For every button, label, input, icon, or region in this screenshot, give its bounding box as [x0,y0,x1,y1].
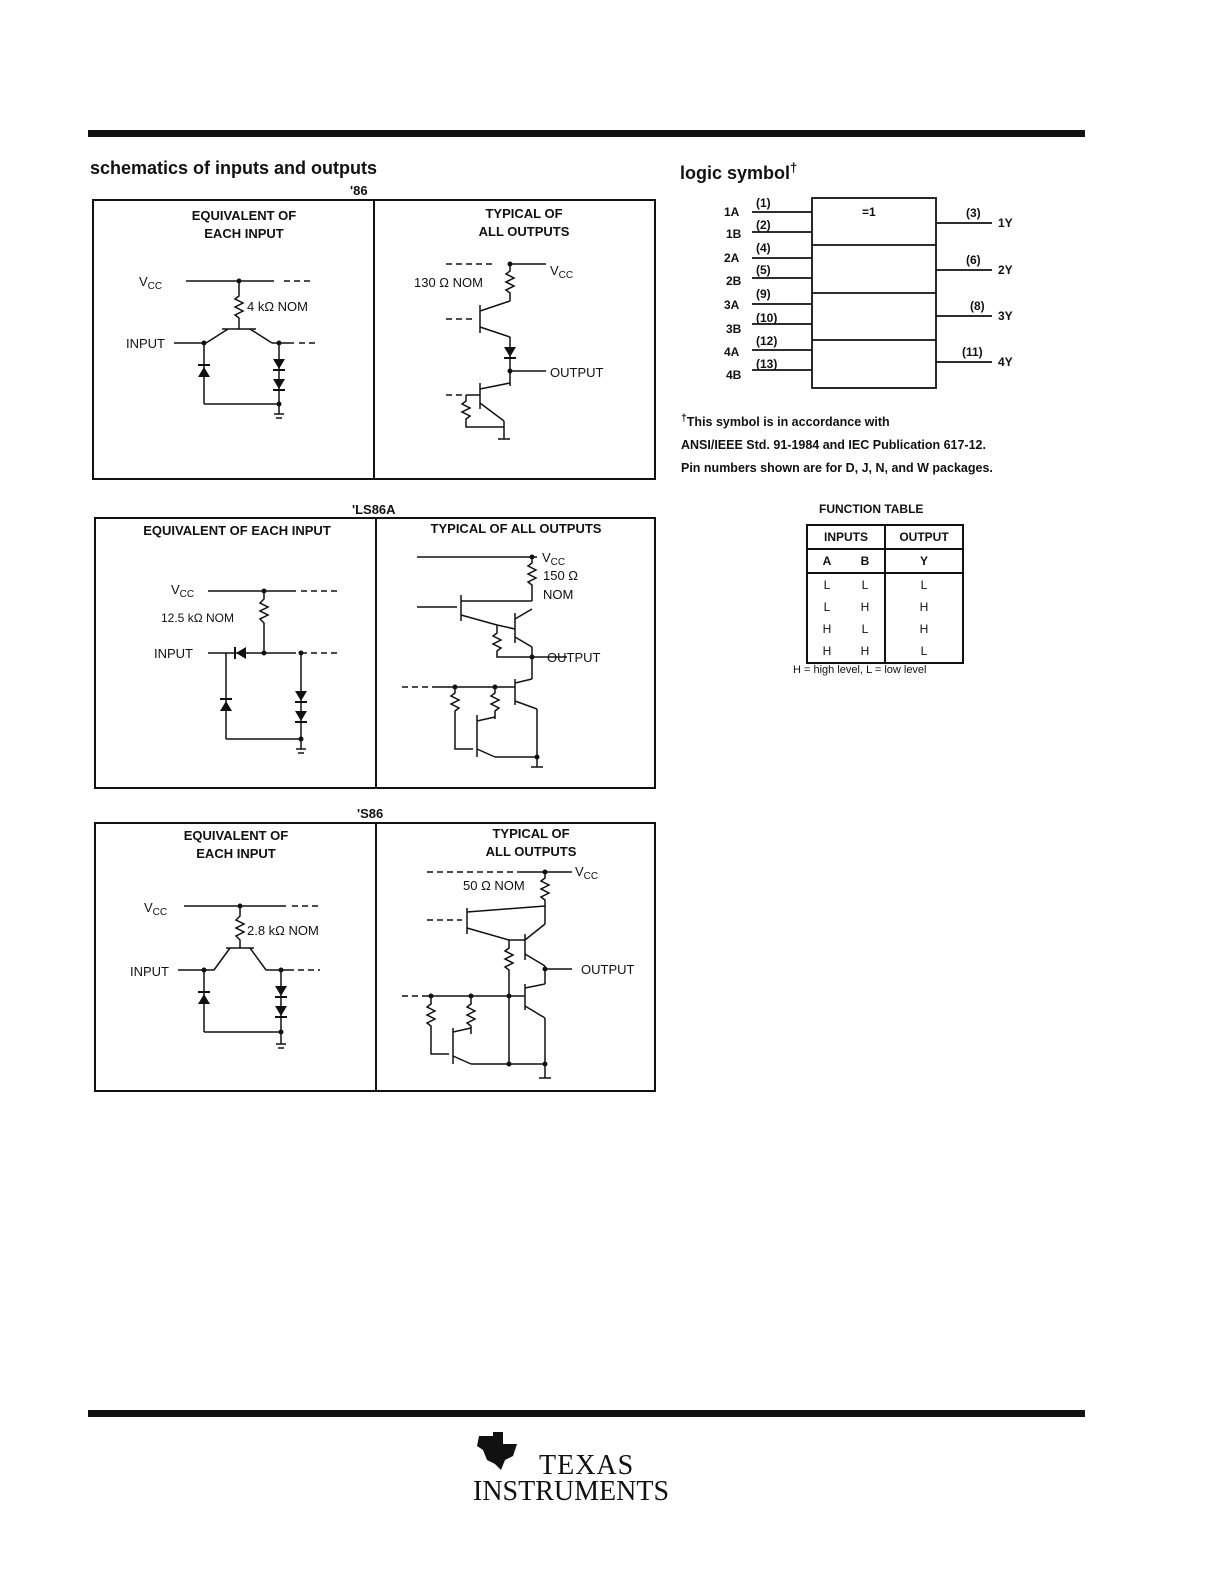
output-pin: (11) [962,345,983,359]
output-pin: (3) [966,206,981,220]
input-resistor-label: 12.5 kΩ NOM [161,611,234,625]
input-name: 3A [724,298,740,312]
input-name: 4A [724,345,740,359]
top-rule [88,130,1085,137]
input-pin: (13) [756,357,777,371]
input-pin: (12) [756,334,777,348]
panel-divider [375,824,377,1090]
output-schematic: VCC 150 Ω NOM OUTPUT [402,550,601,768]
input-pin: (2) [756,218,771,232]
logo-line-1: TEXAS [539,1450,635,1481]
function-table-legend: H = high level, L = low level [793,664,927,676]
inputs-header: INPUTS [806,524,886,550]
output-label: OUTPUT [581,962,635,977]
variant-label-86: '86 [350,183,368,198]
output-name: 4Y [998,355,1013,369]
col-y-header: Y [885,549,964,574]
output-name: 1Y [998,216,1013,230]
svg-text:ti: ti [491,1443,501,1459]
output-schematic: VCC 130 Ω NOM OUTPUT [414,261,604,440]
logic-symbol-title: logic symbol† [680,160,798,183]
output-title: TYPICAL OF ALL OUTPUTS [430,521,602,536]
variant-label-ls86a: 'LS86A [352,502,396,517]
input-name: 2A [724,251,740,265]
table-row: H L H [806,618,964,640]
col-a-header: A [806,549,846,574]
output-resistor-label: 150 Ω [543,568,578,583]
input-label: INPUT [154,646,193,661]
vcc-label: VCC [139,274,162,292]
output-header: OUTPUT [884,524,964,550]
vcc-label: VCC [550,263,573,281]
output-label: OUTPUT [547,650,601,665]
output-schematic: VCC 50 Ω NOM OUTPUT [402,864,635,1079]
input-pin: (1) [756,196,771,210]
function-table: INPUTS OUTPUT A B Y L L L L H H H L H H … [806,524,964,664]
input-pin: (10) [756,311,777,325]
input-title: EQUIVALENT OF EACH INPUT [143,523,331,538]
ti-state-icon: ti [477,1432,517,1470]
input-schematic: VCC 12.5 kΩ NOM INPUT [154,582,341,754]
bottom-rule [88,1410,1085,1417]
input-name: 2B [726,274,742,288]
section-title: schematics of inputs and outputs [90,158,378,178]
table-row: L L L [806,573,964,596]
schematic-panel-ls86a: EQUIVALENT OF EACH INPUT TYPICAL OF ALL … [94,517,656,789]
function-table-title: FUNCTION TABLE [819,502,924,516]
input-schematic: VCC 2.8 kΩ NOM INPUT [130,900,320,1049]
variant-label-s86: 'S86 [357,806,384,821]
output-resistor-label: 130 Ω NOM [414,275,483,290]
col-b-header: B [846,549,886,574]
logo-line-2: INSTRUMENTS [473,1476,670,1507]
input-schematic: VCC 4 kΩ NOM INPUT [126,274,319,419]
input-name: 1B [726,227,742,241]
panel-divider [375,519,377,787]
input-label: INPUT [126,336,165,351]
vcc-label: VCC [542,550,565,568]
input-name: 1A [724,205,740,219]
input-name: 4B [726,368,742,382]
input-pin: (5) [756,263,771,277]
table-row: H H L [806,640,964,664]
output-pin: (6) [966,253,981,267]
logic-symbol-note: †This symbol is in accordance with ANSI/… [681,413,993,476]
input-name: 3B [726,322,742,336]
output-resistor-label: 50 Ω NOM [463,878,525,893]
vcc-label: VCC [144,900,167,918]
input-resistor-label: 4 kΩ NOM [247,299,308,314]
vcc-label: VCC [575,864,598,882]
panel-divider [373,201,375,478]
output-resistor-nom: NOM [543,587,573,602]
input-resistor-label: 2.8 kΩ NOM [247,923,319,938]
output-pin: (8) [970,299,985,313]
logic-symbol: =1 1A (1) 1B (2) 2A (4) 2B (5) 3A (9) 3B… [724,196,1013,389]
input-pin: (9) [756,287,771,301]
vcc-label: VCC [171,582,194,600]
output-name: 2Y [998,263,1013,277]
gate-label: =1 [862,205,876,219]
input-pin: (4) [756,241,771,255]
table-row: L H H [806,596,964,618]
output-name: 3Y [998,309,1013,323]
output-label: OUTPUT [550,365,604,380]
input-label: INPUT [130,964,169,979]
